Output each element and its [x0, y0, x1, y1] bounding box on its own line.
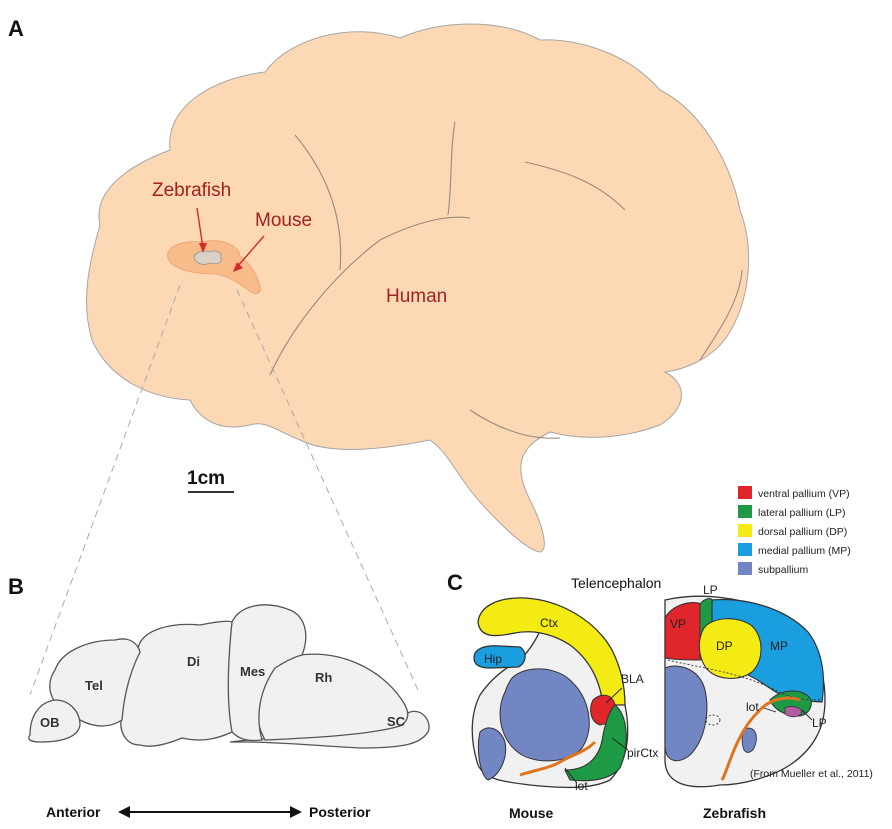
- zebrafish-subpallium: [664, 665, 708, 762]
- label-ob: OB: [40, 715, 60, 730]
- zebrafish-subpallium-small: [741, 727, 757, 753]
- mouse-ctx: [477, 597, 626, 706]
- lateral-fissure: [269, 216, 471, 376]
- label-di: Di: [187, 654, 200, 669]
- zebrafish-vp: [664, 602, 703, 661]
- label-hip: Hip: [484, 652, 502, 666]
- label-anterior: Anterior: [46, 804, 101, 820]
- arrow-mouse: [236, 235, 265, 268]
- legend-swatch-dp: [738, 524, 752, 537]
- zebrafish-telencephalon: [664, 595, 826, 788]
- label-posterior: Posterior: [309, 804, 371, 820]
- legend-label-dp: dorsal pallium (DP): [758, 526, 847, 538]
- label-dp: DP: [716, 639, 733, 653]
- label-bla: BLA: [621, 672, 644, 686]
- label-mouse-lot: lot: [575, 779, 588, 793]
- legend-label-mp: medial pallium (MP): [758, 545, 851, 557]
- telencephalon-title: Telencephalon: [571, 575, 661, 591]
- legend-label-vp: ventral pallium (VP): [758, 488, 850, 500]
- parieto-occipital-sulcus: [524, 161, 626, 211]
- label-rh: Rh: [315, 670, 332, 685]
- caption-zebrafish: Zebrafish: [703, 805, 766, 821]
- legend: ventral pallium (VP) lateral pallium (LP…: [738, 486, 851, 576]
- zebrafish-brain: [193, 250, 222, 265]
- label-mp: MP: [770, 639, 788, 653]
- panel-letter-c: C: [447, 570, 463, 595]
- legend-swatch-subpallium: [738, 562, 752, 575]
- leader-pirctx: [611, 737, 629, 751]
- region-di: [120, 620, 233, 747]
- leader-bla: [605, 687, 623, 704]
- zebrafish-lot: [720, 696, 801, 781]
- zebrafish-sagittal-brain: [28, 604, 430, 749]
- label-lp-right: LP: [812, 716, 827, 730]
- legend-swatch-mp: [738, 543, 752, 556]
- zoom-line-right: [236, 289, 419, 691]
- citation: (From Mueller et al., 2011): [750, 768, 873, 780]
- human-brain-outline: [86, 23, 750, 553]
- label-pirctx: pirCtx: [627, 746, 658, 760]
- mouse-brain: [167, 240, 261, 294]
- mouse-subpallium-small: [477, 727, 507, 781]
- zebrafish-lot-blob: [784, 705, 803, 718]
- mouse-pirctx: [564, 704, 627, 782]
- zoom-line-left: [29, 284, 181, 696]
- label-zebrafish: Zebrafish: [152, 180, 231, 201]
- label-ctx: Ctx: [540, 616, 558, 630]
- panel-letter-b: B: [8, 574, 24, 599]
- arrow-zebrafish: [196, 207, 204, 249]
- panel-letter-a: A: [8, 16, 24, 41]
- leader-mouse-lot: [564, 767, 577, 783]
- zebrafish-dp: [698, 618, 762, 679]
- cerebellum-line: [469, 409, 561, 439]
- arrowhead-mouse: [233, 262, 243, 272]
- label-mes: Mes: [240, 664, 265, 679]
- legend-swatch-lp: [738, 505, 752, 518]
- mouse-subpallium-main: [499, 668, 590, 762]
- zebrafish-dashed-oval: [705, 714, 721, 726]
- caption-mouse: Mouse: [509, 805, 554, 821]
- leader-zebrafish-lot: [763, 707, 777, 713]
- legend-label-subpallium: subpallium: [758, 564, 808, 576]
- label-lp-top: LP: [703, 583, 718, 597]
- temporal-sulcus: [699, 269, 743, 361]
- mouse-lot: [519, 740, 597, 777]
- label-tel: Tel: [85, 678, 103, 693]
- label-zebrafish-lot: lot: [746, 700, 759, 714]
- region-rh: [255, 653, 409, 741]
- mouse-telencephalon: [471, 597, 629, 789]
- leader-lp-right: [801, 709, 813, 721]
- label-mouse: Mouse: [255, 210, 312, 231]
- mouse-hip: [473, 645, 526, 669]
- label-human: Human: [386, 286, 447, 307]
- parietal-sulcus: [447, 121, 456, 216]
- label-vp: VP: [670, 617, 686, 631]
- legend-swatch-vp: [738, 486, 752, 499]
- legend-label-lp: lateral pallium (LP): [758, 507, 846, 519]
- axis-arrowhead-left: [118, 806, 130, 818]
- central-sulcus: [294, 134, 342, 271]
- arrowhead-zebrafish: [199, 243, 207, 253]
- axis-arrowhead-right: [290, 806, 302, 818]
- region-ob: [28, 699, 81, 743]
- label-sc: SC: [387, 714, 406, 729]
- scale-bar-label: 1cm: [187, 468, 225, 489]
